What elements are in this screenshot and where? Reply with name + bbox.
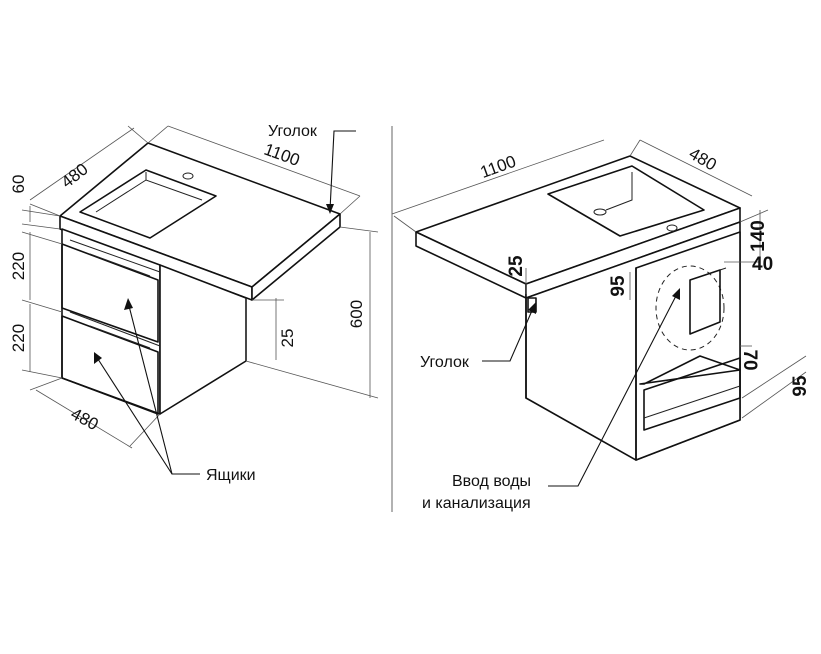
left-drawer-lower — [61, 315, 159, 415]
right-view: 1100 480 140 40 25 95 70 95 Уголок Ввод — [391, 139, 811, 512]
left-label-drawers: Ящики — [206, 467, 256, 484]
left-dim-gap: 25 — [278, 329, 297, 348]
left-dim-depth: 480 — [58, 159, 92, 191]
right-back-opening — [655, 265, 725, 351]
right-sink-rim — [547, 165, 705, 237]
left-label-corner: Уголок — [268, 123, 318, 140]
right-leader-corner — [482, 305, 535, 362]
left-dim-top-thickness: 60 — [9, 175, 28, 194]
right-dim-140: 140 — [748, 220, 769, 252]
left-dim-bottom-depth: 480 — [68, 404, 102, 434]
right-label-inlet-1: Ввод воды — [452, 473, 531, 490]
right-dim-95-right: 95 — [790, 375, 811, 397]
right-dim-95-left: 95 — [608, 275, 629, 297]
right-dim-width: 1100 — [478, 152, 519, 182]
left-dim-drawer-lower: 220 — [9, 324, 28, 352]
right-label-corner: Уголок — [420, 354, 470, 371]
left-leader-drawers-2 — [95, 355, 173, 475]
right-dim-25: 25 — [506, 255, 527, 277]
left-faucet-hole — [182, 172, 194, 180]
right-box — [689, 269, 721, 335]
left-leader-corner — [329, 130, 356, 211]
right-leader-inlet — [548, 291, 679, 487]
left-dim-height: 600 — [347, 300, 366, 328]
right-label-inlet-2: и канализация — [422, 495, 531, 512]
left-view: 480 1100 60 220 220 480 600 25 — [9, 123, 379, 484]
left-dim-width: 1100 — [261, 140, 302, 170]
right-faucet-hole — [666, 224, 678, 232]
left-drawer-upper — [61, 243, 159, 343]
right-cabinet-open-side — [635, 231, 741, 461]
left-dim-drawer-upper: 220 — [9, 252, 28, 280]
left-sink-rim — [79, 169, 217, 239]
right-dim-40: 40 — [752, 254, 773, 275]
right-inner-drawer — [643, 357, 741, 431]
right-dim-depth: 480 — [686, 144, 720, 175]
right-drain — [593, 208, 607, 216]
right-inner-shelf — [639, 355, 741, 385]
right-dim-70: 70 — [739, 349, 760, 370]
